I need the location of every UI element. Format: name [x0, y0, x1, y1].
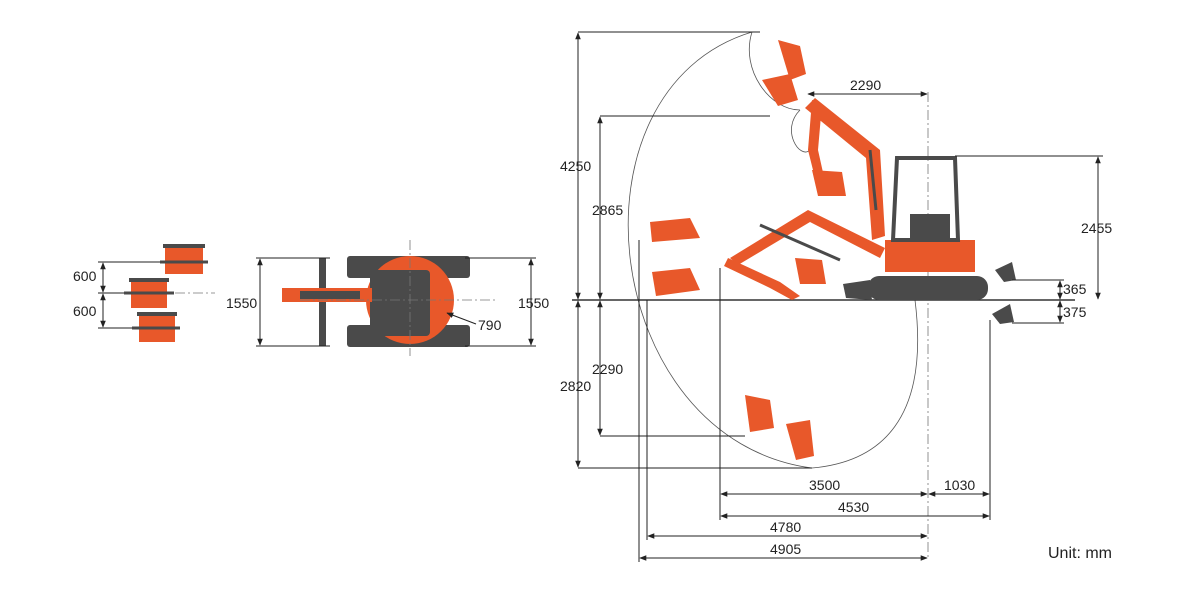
bucket-top-b [762, 74, 798, 106]
top-view: 1550 1550 790 [226, 240, 549, 356]
overall-height: 2455 [1081, 220, 1112, 236]
bucket-front-bottom [132, 312, 180, 342]
bucket-ground [795, 258, 826, 284]
bucket-deep-a [745, 395, 774, 432]
vertical-wall-depth: 2290 [592, 361, 623, 377]
max-dig-height: 4250 [560, 158, 591, 174]
side-arm-low [724, 258, 800, 300]
front-view: 600 600 [73, 244, 215, 342]
min-front-reach: 3500 [809, 477, 840, 493]
reach-4780: 4780 [770, 519, 801, 535]
blade-raised [995, 262, 1016, 282]
blade-lowered [992, 304, 1014, 324]
side-boom-low [730, 210, 885, 265]
side-blade-positions [992, 262, 1016, 324]
bucket-offset-2: 600 [73, 303, 97, 319]
blade-lift: 365 [1063, 281, 1087, 297]
top-width-right: 1550 [518, 295, 549, 311]
bucket-reach-low [652, 268, 700, 296]
side-cab-frame [890, 156, 961, 242]
side-dozer-blade [843, 280, 872, 300]
side-upper-body [885, 240, 975, 272]
bucket-offset-1: 600 [73, 268, 97, 284]
working-range-arc [627, 31, 813, 469]
blade-reach: 1030 [944, 477, 975, 493]
bucket-deep-b [786, 420, 814, 460]
bucket-top-a [778, 40, 806, 80]
side-arm-high [808, 100, 826, 190]
side-buckets [650, 40, 846, 460]
bucket-upper-arm [812, 170, 846, 196]
ground-reach-4530: 4530 [838, 499, 869, 515]
bucket-front-top [160, 244, 208, 274]
min-swing-radius: 2290 [850, 77, 881, 93]
side-track [868, 276, 988, 300]
excavator-side [724, 98, 988, 300]
unit-label: Unit: mm [1048, 545, 1112, 562]
max-dump-height: 2865 [592, 202, 623, 218]
bucket-reach-high [650, 218, 700, 242]
top-cab [370, 270, 430, 336]
top-tail-radius: 790 [478, 317, 502, 333]
side-view: 4250 2820 2865 2290 2290 2455 365 375 35… [560, 31, 1112, 562]
max-dig-depth: 2820 [560, 378, 591, 394]
bucket-front-middle [124, 278, 174, 308]
top-width-left: 1550 [226, 295, 257, 311]
blade-drop: 375 [1063, 304, 1087, 320]
max-reach: 4905 [770, 541, 801, 557]
